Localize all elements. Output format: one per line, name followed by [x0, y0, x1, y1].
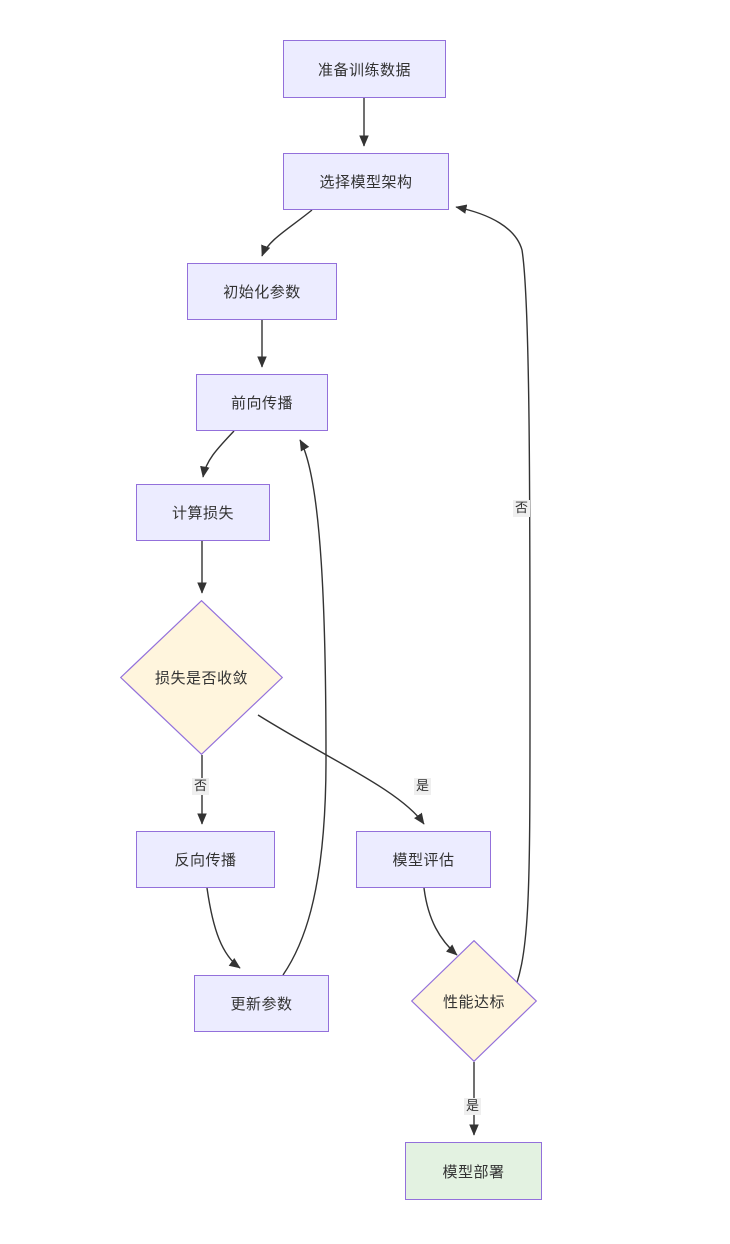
edge-label-e6: 否: [192, 778, 210, 795]
edge-label-e11: 是: [464, 1098, 482, 1115]
node-performance-ok[interactable]: 性能达标: [411, 940, 537, 1062]
node-prepare-data[interactable]: 准备训练数据: [283, 40, 446, 98]
node-backward-pass[interactable]: 反向传播: [136, 831, 275, 888]
edge-label-e12: 否: [513, 500, 531, 517]
edge-evaluate-model-to-performance-ok: [423, 887, 458, 956]
diamond-shape-loss-converged: [120, 600, 283, 755]
node-loss-converged[interactable]: 损失是否收敛: [120, 600, 283, 755]
node-label-forward-pass: 前向传播: [230, 395, 293, 412]
node-label-prepare-data: 准备训练数据: [317, 61, 411, 79]
node-forward-pass[interactable]: 前向传播: [196, 374, 328, 431]
node-label-loss-converged: 损失是否收敛: [154, 670, 248, 687]
edge-label-e7: 是: [414, 778, 432, 795]
node-label-performance-ok: 性能达标: [442, 993, 505, 1011]
edge-select-architecture-to-init-params: [261, 209, 313, 257]
edge-loss-converged-to-evaluate-model: [257, 714, 425, 825]
edge-forward-pass-to-compute-loss: [200, 430, 235, 478]
node-label-evaluate-model: 模型评估: [392, 852, 455, 869]
edge-backward-pass-to-update-params: [206, 887, 241, 969]
node-select-architecture[interactable]: 选择模型架构: [283, 153, 449, 210]
node-update-params[interactable]: 更新参数: [194, 975, 329, 1032]
node-deploy-model[interactable]: 模型部署: [405, 1142, 542, 1200]
node-label-init-params: 初始化参数: [223, 284, 301, 301]
node-label-compute-loss: 计算损失: [171, 505, 234, 522]
node-label-deploy-model: 模型部署: [442, 1163, 505, 1181]
node-evaluate-model[interactable]: 模型评估: [356, 831, 491, 888]
diamond-shape-performance-ok: [411, 940, 537, 1062]
edge-update-params-to-forward-pass: [282, 439, 327, 976]
node-compute-loss[interactable]: 计算损失: [136, 484, 270, 541]
node-label-select-architecture: 选择模型架构: [319, 174, 413, 191]
node-label-backward-pass: 反向传播: [174, 852, 237, 869]
node-init-params[interactable]: 初始化参数: [187, 263, 337, 320]
node-label-update-params: 更新参数: [230, 996, 293, 1013]
